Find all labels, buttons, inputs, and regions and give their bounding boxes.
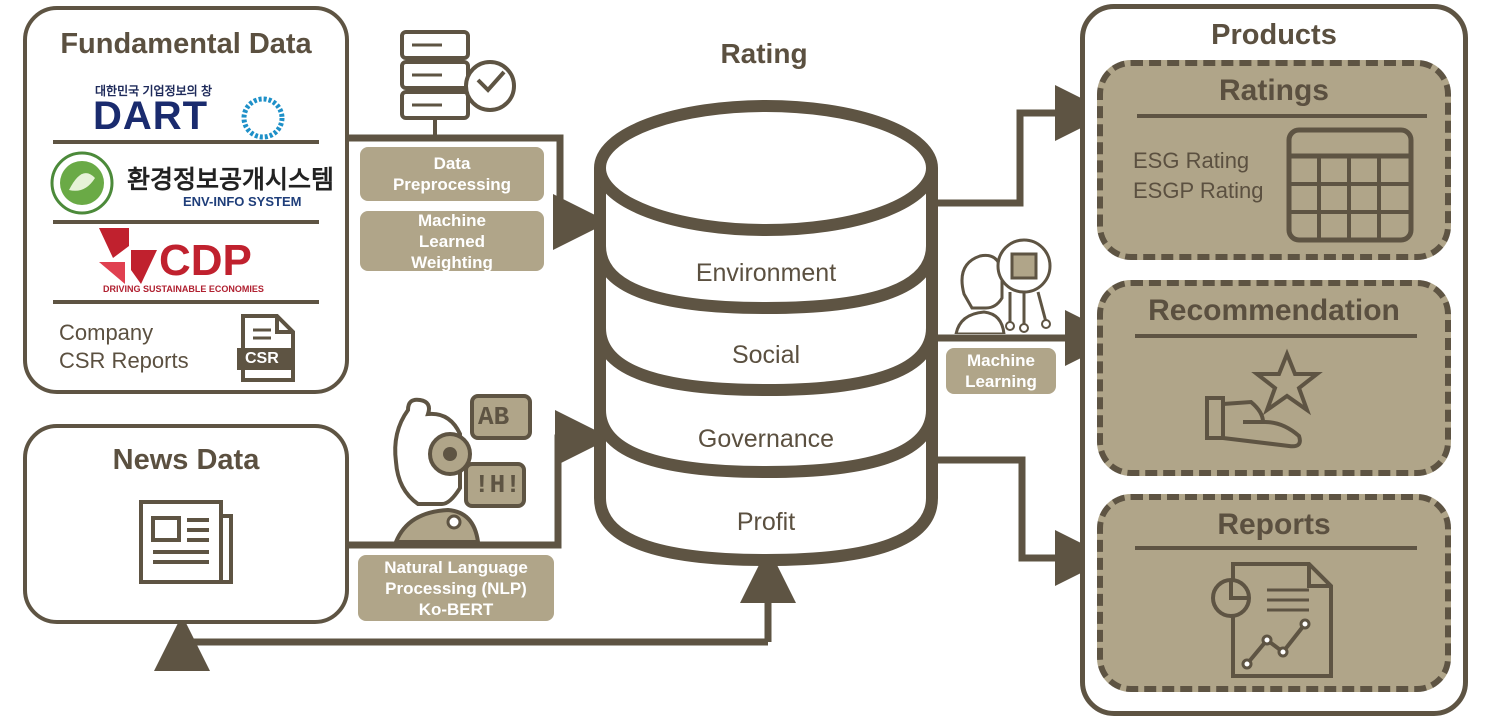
csr-label-line2: CSR Reports — [59, 348, 189, 373]
ratings-item-esgp: ESGP Rating — [1133, 178, 1264, 203]
reports-product-card: Reports — [1097, 494, 1451, 692]
data-preprocessing-tag: Data Preprocessing — [360, 147, 544, 201]
hand-star-icon — [1205, 348, 1323, 449]
rating-layer-environment: Environment — [695, 259, 837, 287]
products-title: Products — [1211, 19, 1337, 51]
server-check-icon — [400, 30, 516, 136]
arrow-rating-to-reports — [935, 456, 1111, 586]
report-chart-document-icon — [1211, 562, 1333, 678]
ratings-product-card: Ratings ESG Rating ESGP Rating — [1097, 60, 1451, 260]
ratings-product-title: Ratings — [1218, 74, 1329, 107]
env-info-english: ENV-INFO SYSTEM — [183, 194, 302, 209]
dart-logo: 대한민국 기업정보의 창 DART — [93, 82, 293, 142]
recommendation-product-title: Recommendation — [1148, 294, 1400, 327]
arrow-rating-to-ratings — [935, 85, 1111, 207]
table-grid-icon — [1286, 127, 1414, 243]
dart-wordmark: DART — [93, 94, 209, 138]
reports-product-title: Reports — [1217, 508, 1331, 541]
dart-korean-caption: 대한민국 기업정보의 창 — [95, 84, 213, 98]
dart-sun-icon — [241, 96, 285, 140]
csr-label-line1: Company — [59, 320, 154, 345]
rating-title: Rating — [720, 38, 808, 69]
divider-2 — [53, 220, 319, 224]
news-data-title: News Data — [112, 444, 260, 476]
reports-title-rule — [1135, 546, 1417, 550]
divider-3 — [53, 300, 319, 304]
recommendation-product-card: Recommendation — [1097, 280, 1451, 476]
arrow-feedback-to-news — [154, 615, 768, 671]
env-info-korean: 환경정보공개시스템 — [127, 166, 335, 194]
ratings-title-rule — [1137, 114, 1427, 118]
env-info-logo: 환경정보공개시스템 ENV-INFO SYSTEM — [49, 148, 339, 220]
rating-layer-social: Social — [731, 341, 801, 369]
cdp-tagline: DRIVING SUSTAINABLE ECONOMIES — [103, 284, 264, 294]
nlp-bubble-bottom-text: !H! — [474, 470, 521, 500]
ai-robot-head-icon — [954, 238, 1052, 334]
fundamental-data-panel: Fundamental Data 대한민국 기업정보의 창 DART 환경정보공… — [23, 6, 349, 394]
nlp-head-icon — [393, 394, 532, 542]
newspaper-icon — [139, 500, 233, 584]
nlp-bubble-top-text: AB — [478, 402, 510, 432]
fundamental-data-title: Fundamental Data — [60, 28, 312, 60]
csr-icon-text: CSR — [245, 350, 279, 367]
arrow-fundamental-to-rating — [348, 134, 609, 250]
csr-document-icon: CSR — [235, 314, 297, 382]
ratings-item-esg: ESG Rating — [1133, 148, 1250, 173]
rating-layer-profit: Profit — [736, 508, 796, 536]
machine-learned-weighting-tag: Machine Learned Weighting — [360, 211, 544, 272]
recommendation-title-rule — [1135, 334, 1417, 338]
rating-layer-governance: Governance — [697, 425, 835, 453]
cdp-mark-icon — [99, 228, 157, 284]
arrow-news-to-rating — [348, 410, 611, 549]
machine-learning-tag: Machine Learning — [946, 348, 1056, 394]
nlp-kobert-tag: Natural Language Processing (NLP) Ko-BER… — [358, 555, 554, 621]
env-info-emblem-icon — [50, 151, 114, 215]
cdp-logo: CDP DRIVING SUSTAINABLE ECONOMIES — [99, 226, 299, 296]
news-data-panel: News Data — [23, 424, 349, 624]
cdp-wordmark: CDP — [159, 236, 252, 285]
divider-1 — [53, 140, 319, 144]
rating-database-cylinder — [594, 100, 938, 567]
